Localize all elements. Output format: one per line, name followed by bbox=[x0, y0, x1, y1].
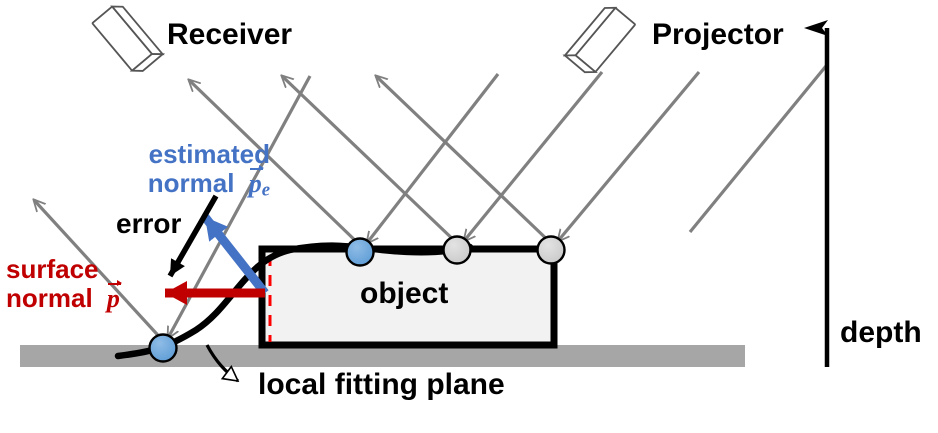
vector-overbar-tip-estimated bbox=[258, 164, 264, 171]
outgoing-ray-4 bbox=[376, 76, 556, 248]
object-label: object bbox=[360, 277, 449, 310]
incoming-ray-4 bbox=[558, 70, 701, 241]
projector-device-bottom bbox=[562, 54, 598, 74]
estimated-normal-vector-symbol: p bbox=[248, 164, 264, 199]
surface-normal-label-line2-wrap: normal p bbox=[6, 279, 196, 314]
incoming-ray-3 bbox=[464, 70, 604, 241]
estimated-point-left bbox=[148, 333, 178, 363]
measured-point-right bbox=[536, 235, 566, 265]
outgoing-ray-3 bbox=[282, 76, 462, 248]
depth-label: depth bbox=[840, 316, 922, 349]
estimated-point-mid bbox=[345, 237, 375, 267]
outgoing-ray-2 bbox=[189, 80, 365, 250]
projector-label: Projector bbox=[652, 18, 784, 51]
ground-plane bbox=[20, 345, 745, 367]
estimated-normal-label: estimated normal p e bbox=[90, 139, 270, 201]
local-fitting-plane-leader bbox=[205, 344, 240, 383]
surface-normal-label-line2: normal bbox=[6, 283, 93, 314]
error-label: error bbox=[116, 208, 182, 239]
surface-normal-label-line1: surface bbox=[6, 254, 99, 284]
estimated-normal-label-line1: estimated bbox=[148, 139, 270, 169]
incoming-ray-2 bbox=[367, 73, 500, 243]
projector-device bbox=[562, 6, 636, 74]
receiver-label: Receiver bbox=[167, 18, 293, 51]
vector-overbar-estimated bbox=[249, 167, 263, 170]
estimated-normal-arrow bbox=[201, 214, 269, 296]
vector-overbar-tip-surface bbox=[116, 279, 122, 286]
estimated-normal-subscript: e bbox=[261, 179, 270, 201]
surface-normal-vector-symbol: p bbox=[106, 279, 122, 314]
surface-normal-label: surface normal p bbox=[6, 254, 196, 314]
estimated-normal-label-line2: normal bbox=[147, 168, 235, 199]
outgoing-ray-1 bbox=[34, 200, 168, 346]
vector-overbar-surface bbox=[107, 282, 121, 285]
sample-points-group bbox=[148, 235, 566, 363]
error-arrow bbox=[167, 194, 219, 278]
receiver-device bbox=[91, 5, 166, 72]
receiver-device-bottom bbox=[129, 53, 166, 72]
surface-normal-symbol-glyph: p bbox=[106, 284, 120, 314]
incoming-ray-5 bbox=[688, 64, 828, 234]
local-fitting-plane-label: local fitting plane bbox=[258, 368, 505, 401]
measured-point-center bbox=[442, 235, 472, 265]
outgoing-rays-group bbox=[34, 76, 556, 346]
estimated-normal-symbol-glyph: p bbox=[248, 169, 262, 199]
estimated-normal-label-line2-wrap: normal p e bbox=[90, 164, 270, 201]
